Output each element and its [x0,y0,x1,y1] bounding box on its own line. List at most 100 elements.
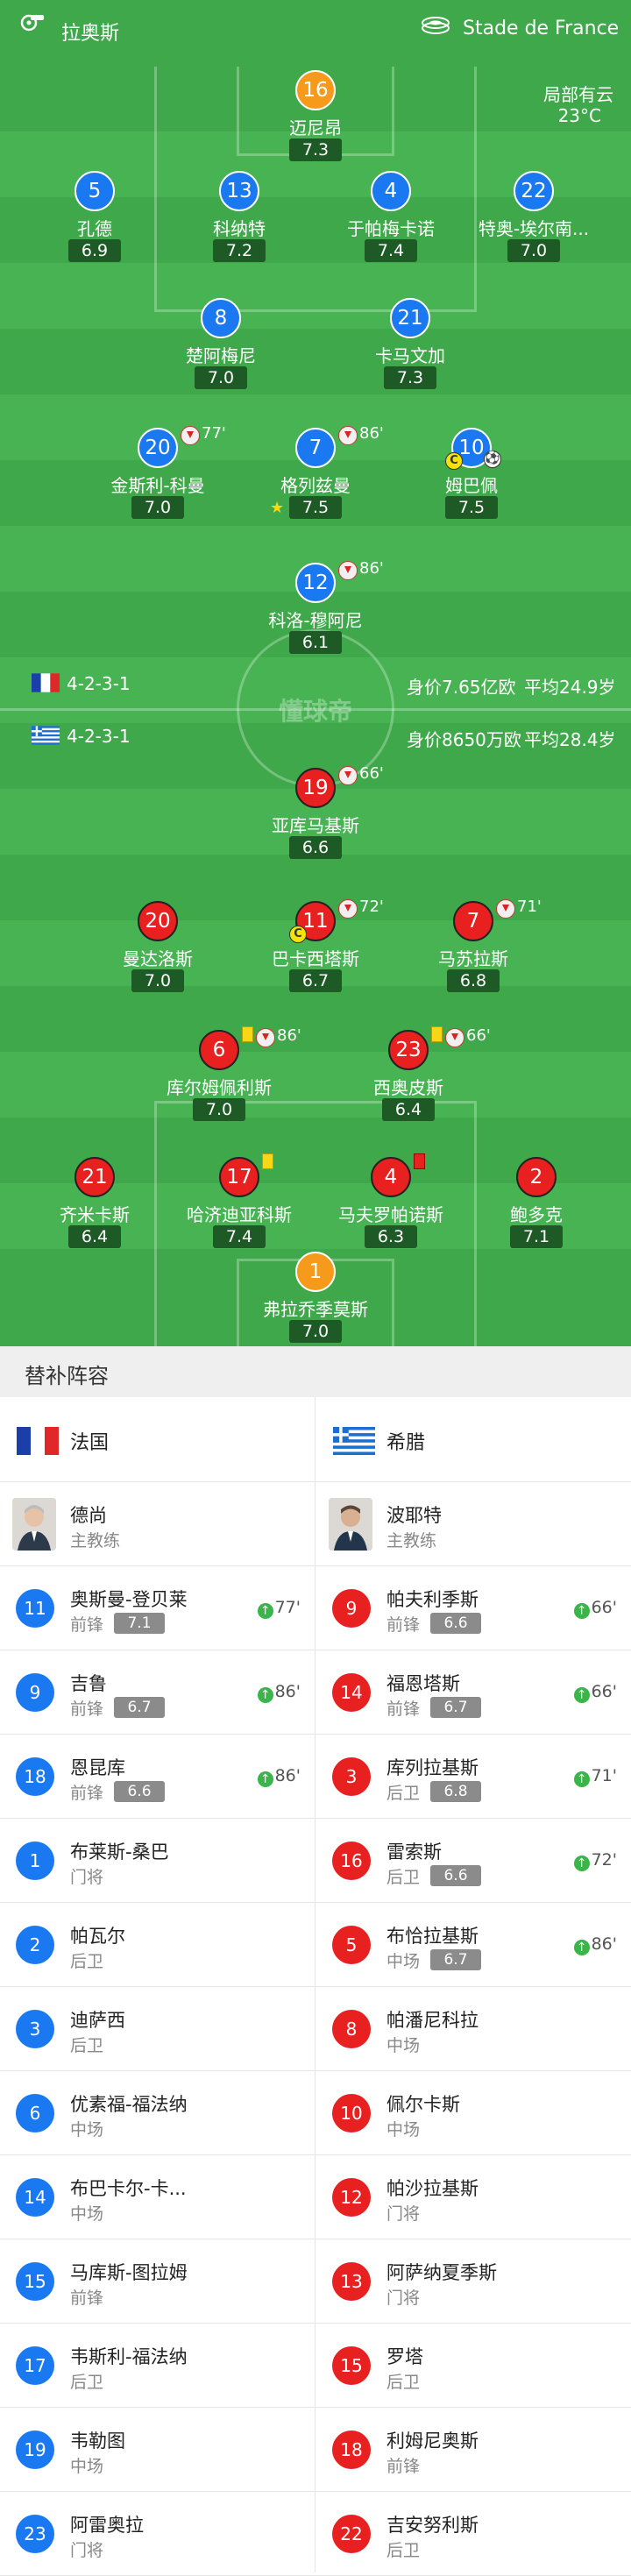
player-home-10[interactable]: 10 ⚽ C 姆巴佩 7.5 [375,428,568,533]
player-name: 优素福-福法纳 [70,2094,188,2115]
sub-in-time: ↑71' [573,1766,617,1787]
player-home-5[interactable]: 5 孔德 6.9 [0,171,191,276]
away-team-value: 身价8650万欧 [407,729,521,750]
player-away-7[interactable]: 7 71' 马苏拉斯 6.8 [377,898,570,1006]
player-away-21[interactable]: 21 齐米卡斯 6.4 [0,1157,191,1262]
player-name: 迪萨西 [70,2010,125,2031]
coach-name: 波耶特 [386,1505,442,1526]
player-away-6[interactable]: 6 86' 库尔姆佩利斯 7.0 [123,1026,316,1135]
player-away-19[interactable]: 19 66' 亚库马基斯 6.6 [219,764,412,873]
jersey-number: 18 [16,1757,54,1796]
player-name: 马夫罗帕诺斯 [338,1204,443,1225]
player-rating: 6.6 [289,836,342,859]
jersey-number: 21 [390,298,430,338]
sub-minute: 66' [466,1026,491,1045]
jersey-number: 17 [16,2346,54,2385]
jersey-number: 4 [371,1157,411,1197]
substitution-out-icon [338,899,358,919]
jersey-number: 8 [332,2010,371,2048]
home-team-name: 法国 [70,1432,110,1454]
player-home-7[interactable]: 7 86' 格列兹曼 ★7.5 [219,424,412,533]
player-position: 前锋 [70,1784,104,1803]
player-away-17[interactable]: 17 哈济迪亚科斯 7.4 [143,1153,336,1262]
player-away-2[interactable]: 2 鲍多克 7.1 [440,1157,631,1262]
captain-badge: C [289,926,307,943]
jersey-number: 7 [295,428,336,468]
player-home-8[interactable]: 8 楚阿梅尼 7.0 [124,298,317,403]
stadium-name: Stade de France [463,18,620,39]
player-name: 弗拉乔季莫斯 [263,1299,368,1320]
player-name: 韦斯利-福法纳 [70,2346,188,2367]
sub-in-time: ↑86' [257,1682,301,1703]
substitution-out-icon [338,426,358,445]
sub-minute: 71' [517,898,542,916]
jersey-number: 3 [332,1757,371,1796]
player-away-23[interactable]: 23 66' 西奥皮斯 6.4 [312,1026,505,1135]
player-away-4[interactable]: 4 马夫罗帕诺斯 6.3 [294,1153,487,1262]
coach-row: 德尚 主教练 波耶特 主教练 [0,1482,631,1566]
player-home-21[interactable]: 21 卡马文加 7.3 [314,298,507,403]
player-name: 楚阿梅尼 [186,345,256,366]
player-position: 后卫 [386,1868,421,1887]
player-position: 后卫 [70,2373,104,2392]
player-name: 姆巴佩 [445,475,498,496]
jersey-number: 19 [16,2431,54,2469]
player-home-13[interactable]: 13 科纳特 7.2 [143,171,336,276]
player-away-20[interactable]: 20 曼达洛斯 7.0 [61,901,254,1006]
substitutes-header: 替补阵容 [0,1346,631,1397]
away-coach[interactable]: 波耶特 主教练 [316,1482,631,1565]
sub-in-time: ↑72' [573,1850,617,1871]
jersey-number: 23 [388,1030,429,1070]
player-position: 后卫 [70,1952,104,1971]
home-coach[interactable]: 德尚 主教练 [0,1482,315,1565]
player-home-16[interactable]: 16 迈尼昂 7.3 [219,70,412,175]
player-name: 韦勒图 [70,2431,125,2452]
top-penalty-box [154,67,477,312]
player-home-22[interactable]: 22 特奥-埃尔南... 7.0 [437,171,630,276]
player-name: 曼达洛斯 [123,948,193,969]
player-away-11[interactable]: 11 72' C 巴卡西塔斯 6.7 [219,898,412,1006]
substitute-player[interactable]: 17 韦斯利-福法纳后卫 [0,2324,315,2407]
player-name: 布恰拉基斯 [386,1926,479,1947]
player-position: 前锋 [70,2289,104,2308]
substitution-out-icon [338,766,358,785]
player-home-12[interactable]: 12 86' 科洛-穆阿尼 6.1 [219,559,412,668]
player-name: 恩昆库 [70,1757,125,1778]
star-icon: ★ [270,499,285,517]
player-home-20[interactable]: 20 77' 金斯利-科曼 7.0 [61,424,254,533]
player-position: 前锋 [386,1615,421,1635]
player-away-1[interactable]: 1 弗拉乔季莫斯 7.0 [219,1252,412,1346]
player-position: 中场 [70,2204,104,2224]
player-home-4[interactable]: 4 于帕梅卡诺 7.4 [294,171,487,276]
player-name: 鲍多克 [510,1204,563,1225]
sub-in-arrow-icon: ↑ [257,1771,273,1787]
player-rating: 6.7 [430,1697,481,1718]
